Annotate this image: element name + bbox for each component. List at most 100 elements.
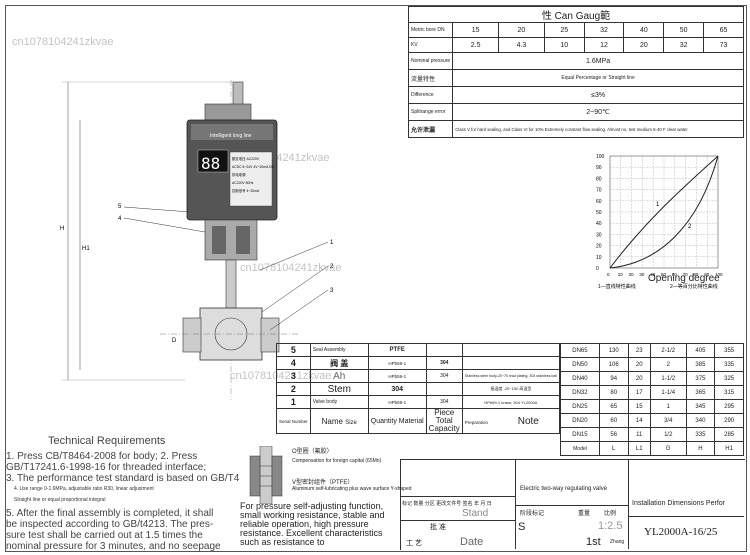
x-tick-label: 50 — [661, 272, 667, 277]
x-tick-label: 30 — [639, 272, 645, 277]
title-block-divider — [400, 520, 515, 521]
stage-label: 阶段标记 — [520, 511, 545, 517]
parts-table: 5 Seal Assembly PTFE 4 阀 盖 HPb59-1 304 3… — [276, 343, 561, 434]
parts-header-size: Size — [345, 419, 357, 426]
kv-cell: 20 — [623, 37, 665, 53]
pressure-label: Nominal pressure — [407, 52, 454, 70]
parts-row: 4 阀 盖 HPb59-1 304 — [276, 356, 561, 370]
display-value: 88 — [201, 154, 220, 173]
x-tick-label: 90 — [704, 272, 710, 277]
dim-h1: H1 — [82, 246, 90, 252]
seal-v-ring: V型密封组件（PTFE） — [292, 480, 354, 486]
ratio-label: 比例 — [604, 511, 617, 517]
tech-small-line: Straight line or equal proportional inte… — [14, 497, 106, 503]
bore-cell: 32 — [583, 22, 625, 38]
bore-cell: 25 — [543, 22, 585, 38]
title-block-divider — [628, 459, 629, 549]
bore-label: Metric bore DN — [407, 22, 454, 38]
stand-label: Stand — [462, 508, 489, 519]
kv-cell: 10 — [543, 37, 585, 53]
weight-label: 重量 — [578, 511, 591, 517]
leak-value: Class V for hard sealing, and Class VI f… — [452, 120, 744, 138]
title-block-divider — [516, 505, 628, 506]
nameplate — [229, 151, 273, 207]
product-name: Electric two-way regulating valve — [520, 486, 608, 492]
plate-line: ACDC 6~24V 4V~20mA DC — [232, 165, 275, 169]
s-label: S — [518, 521, 526, 533]
x-tick-label: 100 — [715, 272, 723, 277]
parts-header-note: Note — [517, 415, 539, 427]
title-block-divider — [515, 459, 516, 549]
dim-d: D — [172, 338, 177, 344]
check-label: 批 准 — [430, 524, 446, 531]
y-tick-label: 90 — [596, 165, 602, 171]
seal-o-ring: O型圈（氟胶） — [292, 449, 333, 455]
bore-cell: 65 — [703, 22, 744, 38]
title-block-divider — [629, 516, 744, 517]
plate-line: 控制信号 4~20mA — [232, 188, 260, 193]
leak-label: 允许泄漏 — [407, 120, 454, 138]
difference-label: Difference — [407, 86, 454, 104]
actuator-top-label: Intelligent long line — [210, 133, 252, 139]
tech-title: Technical Requirements — [48, 435, 166, 447]
plate-line: AC220V 50Hz — [232, 181, 254, 185]
sheet-frame — [5, 5, 747, 552]
callout-2: 2 — [330, 264, 334, 270]
y-tick-label: 20 — [596, 244, 602, 250]
tech-line: nominal pressure for 3 minutes, and no s… — [6, 541, 221, 552]
bore-cell: 20 — [498, 22, 545, 38]
seal-detail-drawing — [249, 446, 283, 504]
parts-row: 2 Stem 304 接温度 -20~150 高温型 — [276, 382, 561, 396]
seal-surface: Aluminum self-lubricating plus wave surf… — [292, 486, 412, 492]
craft-label: 工 艺 — [406, 540, 422, 547]
curve-linear — [609, 155, 719, 269]
title-block-divider — [400, 496, 515, 497]
date-label: Date — [460, 536, 484, 548]
y-tick-label: 80 — [596, 176, 602, 182]
model-number: YL2000A-16/25 — [644, 526, 718, 538]
kv-label: KV — [407, 37, 454, 53]
plate-line: 供电电源 — [232, 172, 246, 177]
x-tick-label: 10 — [618, 272, 624, 277]
split-label: Splitrange error — [407, 103, 454, 121]
y-tick-label: 30 — [596, 232, 602, 238]
kv-cell: 73 — [703, 37, 744, 53]
y-tick-label: 10 — [596, 255, 602, 261]
kv-cell: 2.5 — [452, 37, 500, 53]
flow-char-label: 流量特性 — [407, 69, 454, 87]
legend-2: 2—等百分比特性曲线 — [670, 283, 718, 290]
curve-1-label: 1 — [656, 202, 660, 208]
tech-small-line: 4. Use range 0-1.6MPa, adjustable ratio … — [14, 486, 154, 492]
zhang-label: Zhang — [610, 539, 625, 545]
y-tick-label: 60 — [596, 199, 602, 205]
tech-line: be inspected according to GB/t4213. The … — [6, 519, 214, 530]
parts-row: 5 Seal Assembly PTFE — [276, 343, 561, 357]
parts-row: 3 Ah HPb59-1 304 Stainless steel body-20… — [276, 369, 561, 383]
x-tick-label: 60 — [672, 272, 678, 277]
kv-cell: 4.3 — [498, 37, 545, 53]
x-tick-label: 0 — [607, 272, 610, 277]
x-tick-label: 40 — [650, 272, 656, 277]
callout-1: 1 — [330, 240, 334, 246]
y-tick-label: 0 — [596, 266, 599, 272]
y-tick-label: 100 — [596, 154, 605, 160]
revision-marks: 标记 数量 分区 更改文件号 签名 年 月 日 — [402, 501, 492, 507]
spec-table: 性 Can Gaug範 Metric bore DN 15 20 25 32 4… — [407, 6, 744, 138]
pressure-value: 1.6MPa — [452, 52, 744, 70]
valve-stem — [225, 259, 237, 309]
flow-characteristic-graph: 1000901080207030604050504060307020801090… — [596, 154, 723, 290]
y-tick-label: 50 — [596, 210, 602, 216]
install-title: Installation Dimensions Perfor — [632, 500, 725, 507]
technical-requirements: Technical Requirements 1. Press CB/T8464… — [6, 435, 246, 553]
curve-equal-percentage — [609, 155, 719, 269]
kv-cell: 32 — [663, 37, 705, 53]
watermark: cn1078104241zkvae — [12, 36, 114, 48]
